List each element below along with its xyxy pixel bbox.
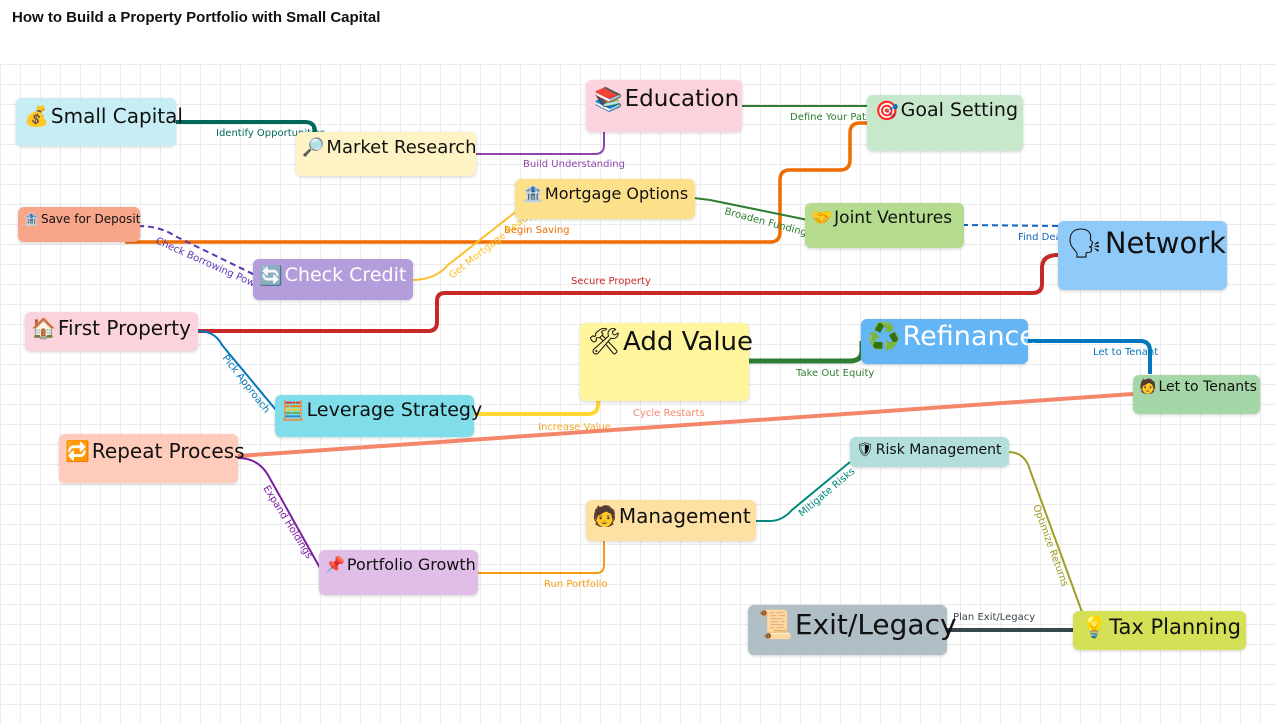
edge-broaden-funding[interactable]: Broaden Funding — [693, 197, 809, 239]
edge-get-mortgage-ready[interactable]: Get Mortgage Ready — [411, 209, 535, 281]
node-first-property[interactable]: 🏠 First Property — [25, 312, 198, 351]
svg-text:Find Deals: Find Deals — [1018, 232, 1070, 243]
svg-text:Run Portfolio: Run Portfolio — [544, 579, 608, 590]
svg-text:Begin Saving: Begin Saving — [504, 225, 570, 236]
node-network[interactable]: 🗣 Network — [1058, 221, 1227, 290]
recycle-icon: ♻️ — [867, 322, 901, 353]
svg-text:Take Out Equity: Take Out Equity — [795, 368, 874, 379]
magnifier-icon: 🔎 — [302, 137, 325, 158]
svg-text:Plan Exit/Legacy: Plan Exit/Legacy — [953, 612, 1035, 623]
edge-begin-saving[interactable]: Begin Saving — [125, 121, 868, 244]
node-add-value[interactable]: 🛠 Add Value — [580, 323, 753, 401]
bank-icon: 🏦 — [523, 184, 543, 203]
svg-text:Cycle Restarts: Cycle Restarts — [633, 408, 705, 419]
pin-icon: 📌 — [325, 555, 345, 574]
repeat-icon: 🔁 — [65, 439, 90, 463]
node-repeat-process[interactable]: 🔁 Repeat Process — [59, 434, 245, 483]
house-icon: 🏠 — [31, 316, 56, 340]
node-management[interactable]: 🧑 Management — [586, 500, 756, 541]
edge-build-understanding[interactable]: Build Understanding — [474, 132, 625, 170]
svg-text:Expand Holdings: Expand Holdings — [260, 484, 314, 561]
edge-optimize-returns[interactable]: Optimize Returns — [1007, 451, 1083, 613]
node-small-capital[interactable]: 💰 Small Capital — [16, 98, 183, 146]
node-leverage-strategy[interactable]: 🧮 Leverage Strategy — [275, 395, 482, 437]
edge-increase-value[interactable]: Increase Value — [473, 401, 611, 433]
edge-find-deals[interactable]: Find Deals — [961, 224, 1070, 243]
bank-icon: 🏦 — [24, 212, 39, 226]
node-joint-ventures[interactable]: 🤝 Joint Ventures — [805, 203, 964, 248]
edge-let-to-tenant[interactable]: Let to Tenant — [1026, 339, 1158, 374]
node-tax-planning[interactable]: 💡 Tax Planning — [1073, 611, 1246, 650]
edge-take-out-equity[interactable]: Take Out Equity — [748, 341, 874, 379]
svg-text:Increase Value: Increase Value — [538, 422, 611, 433]
edge-cycle-restarts[interactable]: Cycle Restarts — [237, 392, 1134, 458]
edge-run-portfolio[interactable]: Run Portfolio — [477, 540, 608, 590]
node-check-credit[interactable]: 🔄 Check Credit — [253, 259, 413, 300]
speaking-head-icon: 🗣 — [1066, 226, 1103, 260]
shield-icon: 🛡 — [856, 442, 874, 458]
svg-text:Let to Tenant: Let to Tenant — [1093, 347, 1158, 358]
books-icon: 📚 — [594, 87, 623, 113]
edge-define-your-path[interactable]: Define Your Path — [740, 105, 872, 123]
svg-text:Build Understanding: Build Understanding — [523, 159, 625, 170]
edge-identify-opportunities[interactable]: Identify Opportunities — [175, 120, 325, 139]
edge-plan-exit-legacy[interactable]: Plan Exit/Legacy — [946, 612, 1074, 632]
edge-check-borrowing-power[interactable]: Check Borrowing Power — [137, 225, 267, 294]
scroll-icon: 📜 — [758, 608, 793, 641]
node-save-for-deposit[interactable]: 🏦 Save for Deposit — [18, 207, 140, 242]
manager-icon: 🧑 — [592, 504, 617, 528]
node-market-research[interactable]: 🔎 Market Research — [296, 132, 477, 176]
node-portfolio-growth[interactable]: 📌 Portfolio Growth — [319, 550, 478, 595]
abacus-icon: 🧮 — [281, 400, 305, 422]
node-education[interactable]: 📚 Education — [586, 80, 742, 132]
money-bag-icon: 💰 — [24, 104, 49, 128]
target-icon: 🎯 — [875, 100, 899, 122]
handshake-icon: 🤝 — [811, 208, 833, 228]
node-refinance[interactable]: ♻️ Refinance — [861, 319, 1036, 364]
node-goal-setting[interactable]: 🎯 Goal Setting — [867, 95, 1023, 151]
svg-text:Mitigate Risks: Mitigate Risks — [797, 466, 858, 519]
svg-text:Secure Property: Secure Property — [571, 276, 651, 287]
person-icon: 🧑 — [1139, 379, 1157, 395]
svg-text:Identify Opportunities: Identify Opportunities — [216, 128, 325, 139]
refresh-icon: 🔄 — [259, 265, 283, 287]
lightbulb-icon: 💡 — [1081, 615, 1108, 639]
svg-text:Optimize Returns: Optimize Returns — [1030, 503, 1070, 588]
node-let-to-tenants[interactable]: 🧑 Let to Tenants — [1133, 375, 1260, 414]
page-title: How to Build a Property Portfolio with S… — [12, 9, 381, 26]
svg-text:Check Borrowing Power: Check Borrowing Power — [154, 236, 267, 294]
svg-text:Define Your Path: Define Your Path — [790, 112, 872, 123]
node-risk-management[interactable]: 🛡 Risk Management — [850, 437, 1009, 467]
node-exit-legacy[interactable]: 📜 Exit/Legacy — [748, 605, 957, 655]
edge-mitigate-risks[interactable]: Mitigate Risks — [755, 461, 858, 522]
tools-icon: 🛠 — [588, 327, 622, 357]
node-mortgage-options[interactable]: 🏦 Mortgage Options — [515, 179, 695, 219]
edge-secure-property[interactable]: Secure Property — [195, 253, 1059, 333]
svg-text:Pick Approach: Pick Approach — [220, 353, 272, 415]
edge-expand-holdings[interactable]: Expand Holdings — [237, 457, 321, 569]
svg-text:Get Mortgage Ready: Get Mortgage Ready — [447, 209, 535, 281]
edge-pick-approach[interactable]: Pick Approach — [197, 330, 277, 415]
